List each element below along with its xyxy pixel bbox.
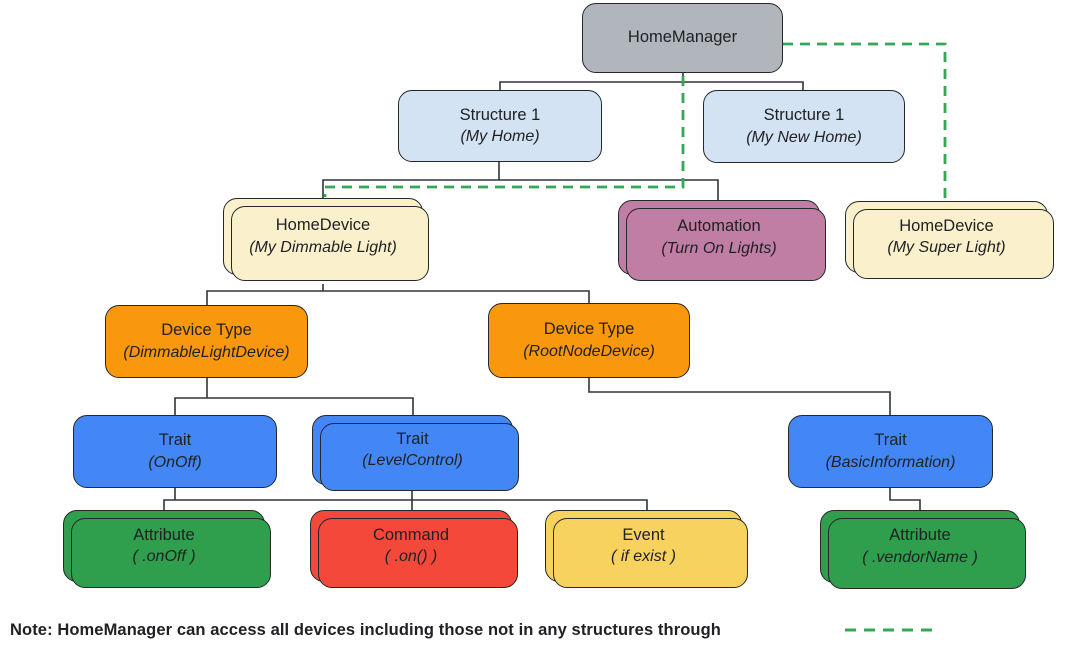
node-attribute-onoff: Attribute ( .onOff ) [63, 510, 271, 588]
node-label: Device Type [543, 320, 635, 339]
node-label: Structure 1 [763, 106, 845, 125]
node-label: Trait [158, 431, 192, 450]
node-devicetype-rootnodedevice: Device Type (RootNodeDevice) [488, 303, 690, 378]
node-sublabel: ( .vendorName ) [862, 548, 978, 566]
node-label: HomeDevice [275, 216, 371, 235]
node-attribute-vendorname: Attribute ( .vendorName ) [820, 510, 1026, 589]
node-sublabel: (RootNodeDevice) [523, 342, 655, 360]
node-sublabel: (BasicInformation) [825, 453, 956, 471]
tree-connectors [163, 73, 921, 510]
dashed-link-to-super-light [783, 42, 947, 200]
node-label: Command [372, 525, 450, 544]
dashed-link-to-dimmable-light [323, 76, 685, 197]
node-sublabel: (DimmableLightDevice) [123, 343, 290, 361]
direct-access-dashed-links [323, 42, 947, 200]
node-sublabel: (LevelControl) [362, 452, 463, 470]
node-sublabel: (My New Home) [746, 128, 862, 146]
node-label: HomeManager [627, 28, 738, 47]
node-label: Automation [677, 217, 761, 236]
node-command-on: Command ( .on() ) [310, 510, 518, 588]
node-homedevice-my-super-light: HomeDevice (My Super Light) [845, 201, 1054, 279]
node-homedevice-my-dimmable-light: HomeDevice (My Dimmable Light) [223, 198, 429, 281]
footnote: Note: HomeManager can access all devices… [10, 621, 721, 639]
node-sublabel: (My Home) [460, 128, 540, 146]
node-sublabel: ( .on() ) [384, 548, 438, 566]
node-event-if-exist: Event ( if exist ) [545, 510, 748, 588]
node-structure-my-new-home: Structure 1 (My New Home) [703, 90, 905, 163]
node-sublabel: (My Super Light) [887, 239, 1006, 257]
node-structure-my-home: Structure 1 (My Home) [398, 90, 602, 162]
node-label: Attribute [889, 526, 951, 545]
node-sublabel: ( if exist ) [611, 548, 676, 566]
node-automation-turn-on-lights: Automation (Turn On Lights) [618, 200, 826, 281]
node-sublabel: (Turn On Lights) [661, 239, 777, 257]
node-sublabel: ( .onOff ) [132, 548, 196, 566]
node-label: Structure 1 [459, 105, 541, 124]
node-label: Trait [396, 429, 429, 448]
node-trait-basicinformation: Trait (BasicInformation) [788, 415, 993, 488]
node-label: Event [622, 525, 665, 544]
node-label: Attribute [133, 525, 195, 544]
node-sublabel: (OnOff) [148, 453, 202, 471]
node-home-manager: HomeManager [582, 3, 783, 73]
node-sublabel: (My Dimmable Light) [249, 238, 397, 256]
node-devicetype-dimmablelightdevice: Device Type (DimmableLightDevice) [105, 305, 308, 378]
node-trait-onoff: Trait (OnOff) [73, 415, 277, 488]
node-label: HomeDevice [899, 216, 994, 235]
node-label: Trait [874, 431, 907, 450]
node-trait-levelcontrol: Trait (LevelControl) [312, 415, 519, 491]
node-label: Device Type [161, 321, 252, 340]
